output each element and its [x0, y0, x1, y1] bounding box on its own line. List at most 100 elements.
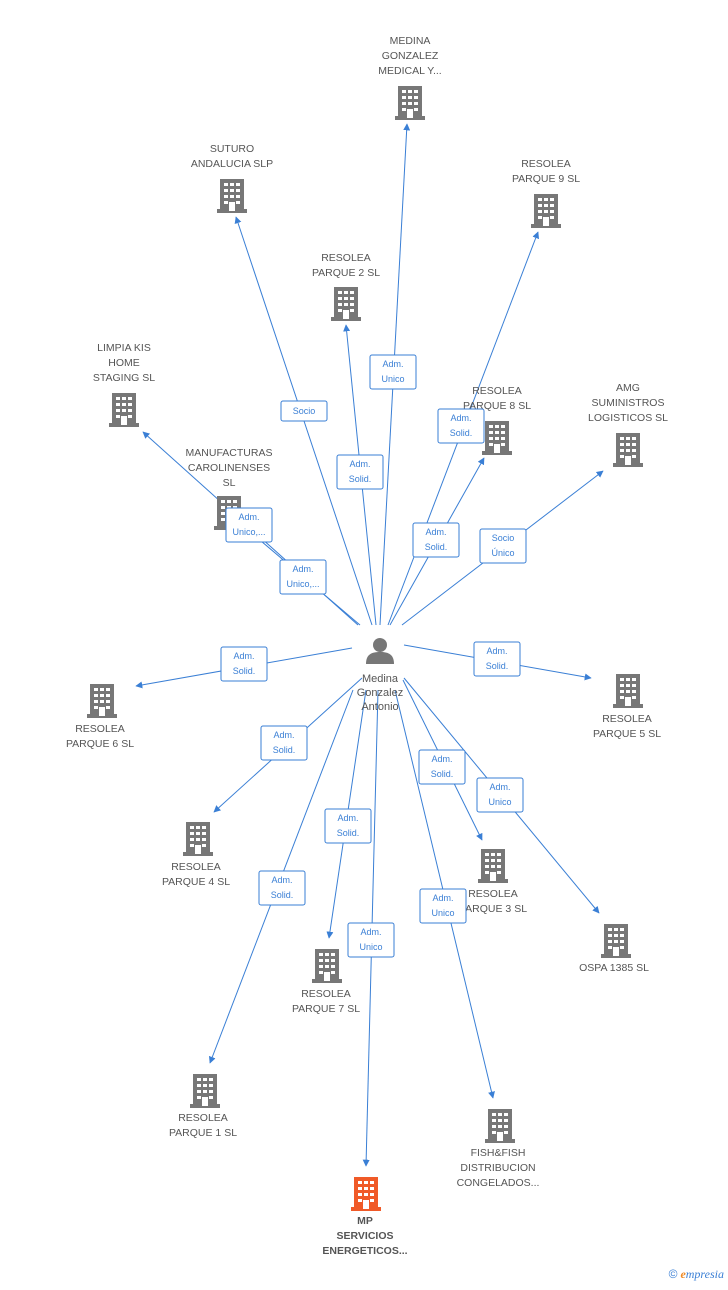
role-badge-text: Adm.: [337, 813, 358, 823]
building-icon: [351, 1177, 381, 1211]
company-name-line: OSPA 1385 SL: [579, 962, 649, 974]
building-icon: [613, 433, 643, 467]
company-node-resolea-parque-3[interactable]: RESOLEA PARQUE 3 SL: [459, 849, 527, 915]
role-badge-text: Adm.: [360, 927, 381, 937]
center-name-line-1: Medina: [362, 673, 399, 685]
role-badge-frame: [336, 454, 384, 490]
company-name-line: DISTRIBUCION: [460, 1162, 535, 1174]
role-badge-resolea-parque-9[interactable]: Adm.Solid.: [437, 408, 485, 444]
role-badge-text: Solid.: [337, 828, 360, 838]
building-icon: [478, 849, 508, 883]
role-badge-text: Unico,...: [232, 527, 265, 537]
company-name-line: ANDALUCIA SLP: [191, 158, 273, 170]
company-name-line: PARQUE 7 SL: [292, 1003, 360, 1015]
company-node-amg-suministros[interactable]: AMG SUMINISTROS LOGISTICOS SL: [588, 382, 668, 467]
role-badge-text: Adm.: [238, 512, 259, 522]
role-badge-text: Solid.: [273, 745, 296, 755]
role-badge-frame: [418, 749, 466, 785]
company-name-line: PARQUE 3 SL: [459, 903, 527, 915]
company-name-line: GONZALEZ: [382, 50, 439, 62]
role-badge-text: Adm.: [432, 893, 453, 903]
company-name-line: MEDICAL Y...: [378, 65, 441, 77]
company-name-line: AMG: [616, 382, 640, 394]
role-badge-text: Socio: [293, 406, 316, 416]
role-badge-ospa-1385[interactable]: Adm.Unico: [476, 777, 524, 813]
company-name-line: CAROLINENSES: [188, 462, 270, 474]
role-badge-text: Solid.: [425, 542, 448, 552]
role-badge-frame: [369, 354, 417, 390]
role-badge-resolea-parque-8[interactable]: Adm. Solid.: [412, 522, 460, 558]
company-name-line: SUMINISTROS: [592, 397, 665, 409]
role-badge-resolea-parque-6[interactable]: Adm.Solid.: [220, 646, 268, 682]
role-badge-fish-and-fish[interactable]: Adm.Unico: [419, 888, 467, 924]
company-node-fish-and-fish[interactable]: FISH&FISHDISTRIBUCIONCONGELADOS...: [457, 1109, 540, 1189]
role-badge-mp-servicios-energeticos[interactable]: Adm.Unico: [347, 922, 395, 958]
company-name-line: LOGISTICOS SL: [588, 412, 668, 424]
role-badge-resolea-parque-5[interactable]: Adm. Solid.: [473, 641, 521, 677]
role-badge-resolea-parque-3[interactable]: Adm.Solid.: [418, 749, 466, 785]
center-person-node[interactable]: Medina Gonzalez Antonio: [357, 638, 403, 713]
role-badge-text: Solid.: [486, 661, 509, 671]
company-name-line: RESOLEA: [602, 713, 652, 725]
role-badge-resolea-parque-2[interactable]: Adm.Solid.: [336, 454, 384, 490]
role-badge-limpia-kis[interactable]: Adm. Unico,...: [279, 559, 327, 595]
company-node-ospa-1385[interactable]: OSPA 1385 SL: [579, 924, 649, 974]
role-badge-text: Adm.: [431, 754, 452, 764]
company-name-line: MANUFACTURAS: [186, 447, 273, 459]
role-badge-frame: [225, 507, 273, 543]
role-badge-medina-gonzalez-medical[interactable]: Adm. Unico: [369, 354, 417, 390]
company-name-line: MP: [357, 1215, 373, 1227]
company-name-line: LIMPIA KIS: [97, 342, 151, 354]
company-name-line: RESOLEA: [472, 385, 522, 397]
role-badge-frame: [412, 522, 460, 558]
role-badge-resolea-parque-1[interactable]: Adm.Solid.: [258, 870, 306, 906]
center-name-line-3: Antonio: [361, 701, 398, 713]
building-icon: [482, 421, 512, 455]
role-badge-text: Adm.: [450, 413, 471, 423]
building-icon: [331, 287, 361, 321]
role-badge-frame: [260, 725, 308, 761]
company-node-mp-servicios-energeticos[interactable]: MPSERVICIOSENERGETICOS...: [322, 1177, 408, 1257]
role-badge-text: Adm.: [382, 359, 403, 369]
role-badge-frame: [258, 870, 306, 906]
role-badge-resolea-parque-4[interactable]: Adm.Solid.: [260, 725, 308, 761]
role-badge-text: Adm.: [271, 875, 292, 885]
company-node-medina-gonzalez-medical[interactable]: MEDINA GONZALEZ MEDICAL Y...: [378, 35, 442, 120]
role-badge-suturo-andalucia[interactable]: Socio: [280, 400, 328, 422]
role-badge-resolea-parque-7[interactable]: Adm. Solid.: [324, 808, 372, 844]
role-badge-text: Adm.: [292, 564, 313, 574]
building-icon: [109, 393, 139, 427]
company-name-line: MEDINA: [390, 35, 431, 47]
building-icon: [312, 949, 342, 983]
company-name-line: PARQUE 1 SL: [169, 1127, 237, 1139]
role-badge-frame: [220, 646, 268, 682]
building-icon: [485, 1109, 515, 1143]
company-name-line: RESOLEA: [521, 158, 571, 170]
building-icon: [190, 1074, 220, 1108]
company-name-line: RESOLEA: [171, 861, 221, 873]
role-badge-frame: [324, 808, 372, 844]
role-badge-text: Unico: [381, 374, 404, 384]
role-badge-text: Adm.: [425, 527, 446, 537]
company-name-line: STAGING SL: [93, 372, 155, 384]
building-icon: [217, 179, 247, 213]
role-badge-text: Adm.: [486, 646, 507, 656]
company-name-line: RESOLEA: [468, 888, 518, 900]
role-badge-frame: [479, 528, 527, 564]
building-icon: [601, 924, 631, 958]
empresia-logo: ©empresia: [669, 1267, 724, 1282]
role-badge-manufacturas-carolinenses[interactable]: Adm. Unico,...: [225, 507, 273, 543]
role-badge-text: Unico,...: [286, 579, 319, 589]
